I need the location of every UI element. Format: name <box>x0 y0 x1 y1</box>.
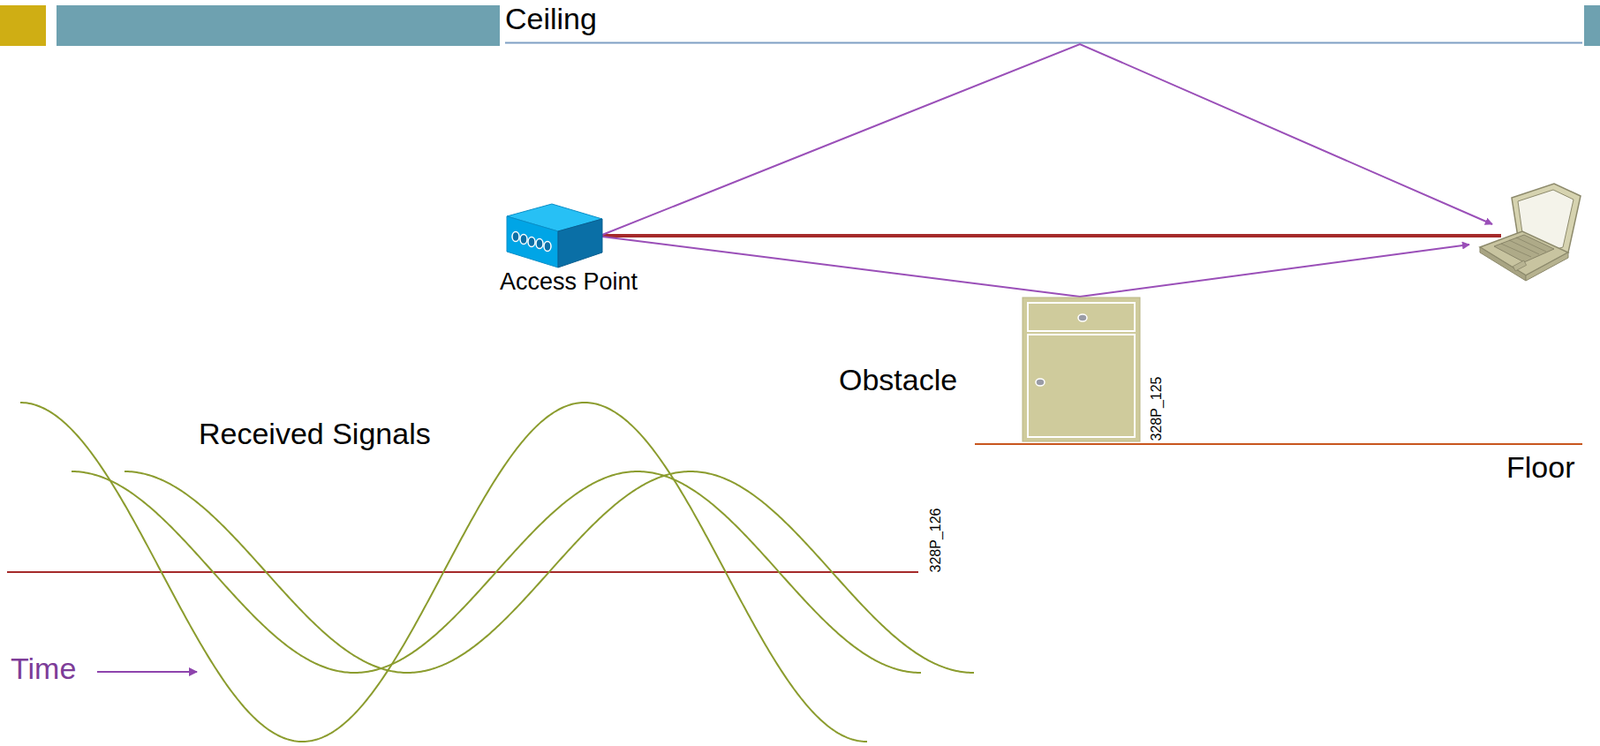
time-arrow <box>97 671 197 673</box>
access-point-icon <box>506 203 603 268</box>
direct-path <box>602 233 1502 238</box>
cabinet-obstacle <box>1022 297 1140 442</box>
obstacle-label: Obstacle <box>838 364 958 395</box>
header-bar <box>56 5 500 46</box>
figure-code: 328P_125 <box>1149 377 1164 442</box>
signal-wave <box>124 471 974 673</box>
obstacle-reflection <box>602 236 1470 297</box>
floor-label: Floor <box>1506 452 1575 483</box>
signal-wave <box>71 471 921 673</box>
floor-line <box>974 443 1583 446</box>
laptop-icon <box>1479 183 1581 281</box>
time-axis <box>7 571 919 574</box>
ceiling-reflection <box>602 44 1493 235</box>
device-label: Access Point <box>499 270 638 295</box>
header-square <box>0 5 46 46</box>
axis-label: Time <box>10 653 76 684</box>
signals-label: Received Signals <box>198 418 431 449</box>
ceiling-label: Ceiling <box>505 3 597 34</box>
header-bar <box>1584 5 1600 46</box>
signal-wave <box>20 402 868 742</box>
figure-code: 328P_126 <box>928 508 944 574</box>
signal-waves <box>20 402 974 742</box>
ceiling-line <box>505 42 1583 45</box>
